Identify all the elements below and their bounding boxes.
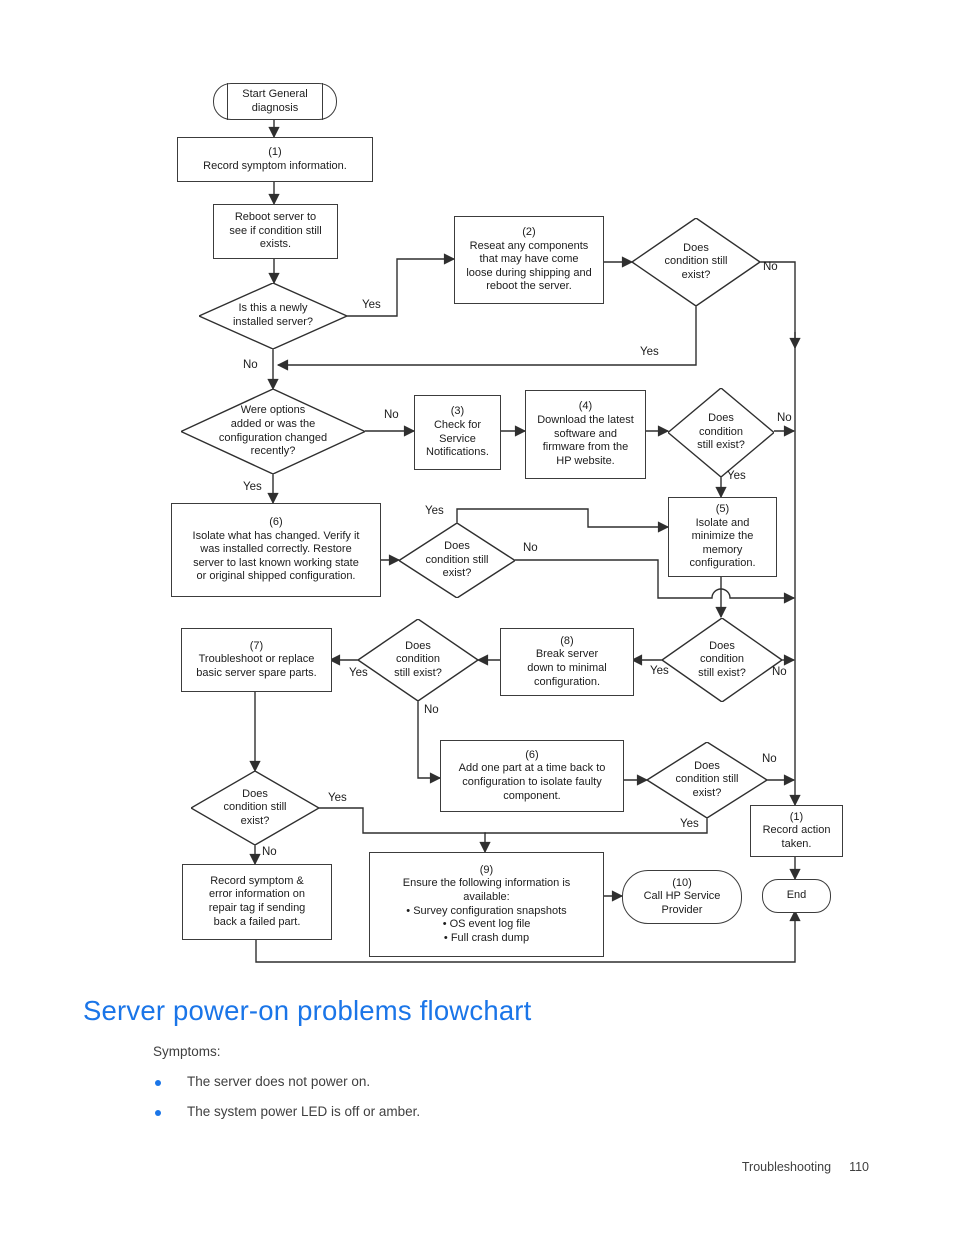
edge-label-no: No [424,704,439,716]
decision-label: Does condition still exist? [394,639,442,679]
diamond-shape [668,388,774,477]
decision-condition-exist-after-spares: Does condition still exist? [191,771,319,845]
terminator-start-inner-rect [227,83,323,120]
edge-label-no: No [762,753,777,765]
decision-label: Were options added or was the configurat… [218,404,328,458]
step-record-action-taken: (1) Record action taken. [750,805,843,857]
diamond-shape [358,619,478,701]
diamond-shape [199,283,347,349]
edge-label-yes: Yes [425,505,444,517]
edge-label-no: No [262,846,277,858]
step-add-one-part: (6) Add one part at a time back to confi… [440,740,624,812]
decision-label: Does condition still exist? [223,787,287,827]
footer-section-label: Troubleshooting [741,1160,832,1174]
terminator-start: Start General diagnosis [213,83,337,120]
page-footer: Troubleshooting 110 [742,1160,869,1174]
terminator-start-label: Start General diagnosis [242,87,308,114]
decision-condition-exist-after-reseat: Does condition still exist? [632,218,760,306]
terminator-end-label: End [786,889,807,902]
step-check-service-notifications: (3) Check for Service Notifications. [414,395,501,470]
bullet-icon [155,1110,161,1116]
terminator-call-hp-service: (10) Call HP Service Provider [622,870,742,924]
edge-label-no: No [763,261,778,273]
edge-label-no: No [384,409,399,421]
edge-label-no: No [772,666,787,678]
step-ensure-information-available: (9) Ensure the following information is … [369,852,604,957]
diamond-shape [632,218,760,306]
decision-options-added-config-changed: Were options added or was the configurat… [181,389,365,474]
decision-label: Does condition still exist? [675,759,739,799]
edge-label-yes: Yes [362,299,381,311]
edge-label-no: No [777,412,792,424]
diamond-shape [191,771,319,845]
step-isolate-minimize-memory: (5) Isolate and minimize the memory conf… [668,497,777,577]
diamond-shape [647,742,767,818]
edge-label-no: No [523,542,538,554]
decision-condition-exist-after-break: Does condition still exist? [358,619,478,701]
symptom-bullet: The system power LED is off or amber. [187,1104,421,1119]
step-download-latest-software: (4) Download the latest software and fir… [525,390,646,479]
diamond-shape [662,618,782,702]
decision-label: Does condition still exist? [425,540,489,580]
edge-label-yes: Yes [680,818,699,830]
decision-condition-exist-after-memory: Does condition still exist? [662,618,782,702]
step-troubleshoot-spare-parts: (7) Troubleshoot or replace basic server… [181,628,332,692]
decision-newly-installed-server: Is this a newly installed server? [199,283,347,349]
decision-label: Does condition still exist? [664,241,728,281]
decision-label: Is this a newly installed server? [232,302,314,328]
edge-label-yes: Yes [349,667,368,679]
decision-condition-exist-after-add-part: Does condition still exist? [647,742,767,818]
step-reseat-components: (2) Reseat any components that may have … [454,216,604,304]
step-break-server-down: (8) Break server down to minimal configu… [500,628,634,696]
edge-label-yes: Yes [650,665,669,677]
decision-label: Does condition still exist? [697,412,745,452]
step-record-symptom-information: (1) Record symptom information. [177,137,373,182]
section-heading: Server power-on problems flowchart [83,995,532,1026]
symptoms-label: Symptoms: [153,1044,221,1059]
decision-condition-exist-after-download: Does condition still exist? [668,388,774,477]
step-reboot-server: Reboot server to see if condition still … [213,204,338,259]
bullet-icon [155,1080,161,1086]
edge-label-yes: Yes [243,481,262,493]
edge-label-yes: Yes [727,470,746,482]
decision-condition-exist-after-isolate: Does condition still exist? [399,523,515,598]
diamond-shape [181,389,365,474]
edge-label-yes: Yes [640,346,659,358]
step-record-symptom-repair-tag: Record symptom & error information on re… [182,864,332,940]
terminator-end: End [762,879,831,913]
edge-label-no: No [243,359,258,371]
diamond-shape [399,523,515,598]
symptom-bullet: The server does not power on. [187,1074,371,1089]
decision-label: Does condition still exist? [698,639,746,679]
edge-label-yes: Yes [328,792,347,804]
terminator-call-hp-label: (10) Call HP Service Provider [643,876,721,916]
footer-page-number: 110 [849,1160,869,1174]
step-isolate-what-changed: (6) Isolate what has changed. Verify it … [171,503,381,597]
